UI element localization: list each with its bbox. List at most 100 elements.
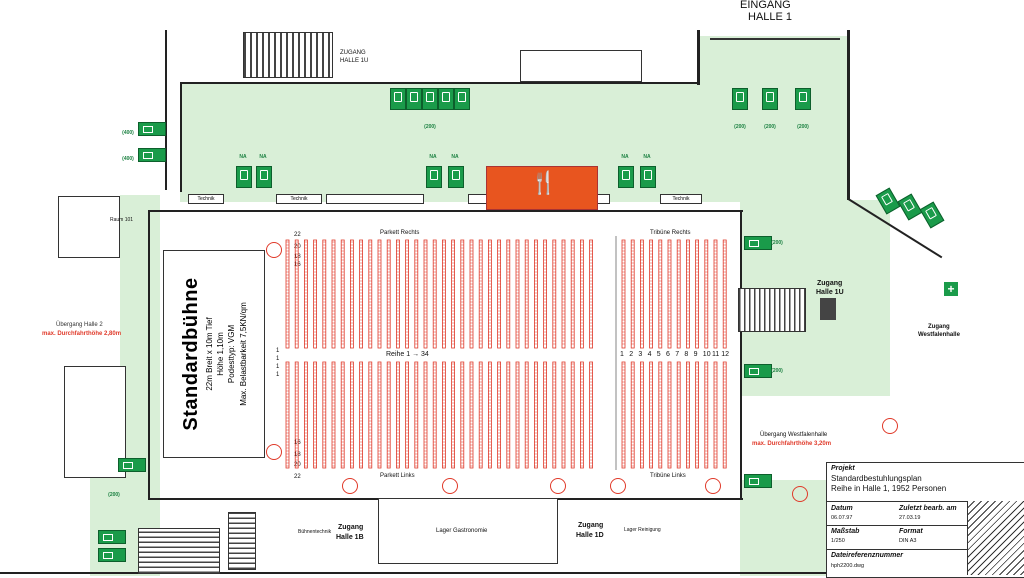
seat-row [478,361,483,469]
stair-zugang-1u [738,288,806,332]
title-block: Projekt Standardbestuhlungsplan Reihe in… [826,462,1024,578]
seat-row [313,239,318,349]
exit-sign-icon [795,88,811,110]
wall-top-left [165,30,167,190]
lager-reinigung-label: Lager Reinigung [624,527,661,533]
entrance-label-2: HALLE 1 [748,11,793,23]
seat-row [534,361,538,469]
exit-capacity-label: (200) [108,492,120,498]
seat-row [658,361,663,469]
seat-row [640,361,644,469]
zugang-1u-label-2: Halle 1U [816,289,844,296]
seat-row [649,239,653,349]
seat-row [469,239,474,349]
seat-row [331,239,336,349]
exit-sign-icon [422,88,438,110]
tribune-column-label: 2 [629,351,634,358]
seat-row [621,361,626,469]
row-number-label: 22 [294,474,301,480]
seat-row [640,239,644,349]
seat-row [543,361,547,469]
raum-101-label: Raum 101 [110,217,134,223]
exit-sign-icon [98,548,126,562]
fire-equipment-icon [610,478,626,494]
seat-row [580,361,584,469]
catering-area [486,166,598,210]
seat-row [294,239,299,349]
seat-row [686,361,690,469]
seat-row [676,239,681,349]
fire-equipment-icon [550,478,566,494]
technik-box-4: Technik [660,194,702,204]
datum-label: Datum [831,505,853,512]
seat-row [570,361,575,469]
seat-row [432,361,437,469]
seat-row [561,361,566,469]
passage-halle2-limit: max. Durchfahrthöhe 2,80m [42,331,122,337]
seat-row [451,361,456,469]
seat-row [621,239,626,349]
row-number-label: 16 [294,440,301,446]
seat-row [704,239,709,349]
projekt-label: Projekt [831,465,855,472]
title-divider [827,501,967,502]
tribune-column-label: 4 [647,351,652,358]
exit-sign-icon [640,166,656,188]
exit-na-label: NA [643,154,651,160]
massstab-value: 1/250 [831,538,845,544]
room-block-top [520,50,642,82]
seat-row [589,239,593,349]
title-divider [827,525,967,526]
exit-capacity-label: (200) [771,240,783,246]
seat-row [331,361,336,469]
seat-row [285,239,290,349]
seat-row [506,361,511,469]
seat-row [524,239,529,349]
lager-gastronomie-room [378,498,558,564]
seat-row [713,239,718,349]
datei-value: hph2200.dwg [831,563,865,569]
exit-sign-icon [744,474,772,488]
exit-na-label: NA [451,154,459,160]
seat-row [386,239,391,349]
zugang-1u-label-1: Zugang [817,280,843,287]
stair-bottom-left-2 [228,512,256,570]
tribune-column-label: 3 [638,351,643,358]
seat-row [414,239,419,349]
exit-na-label: NA [429,154,437,160]
exit-sign-icon [236,166,252,188]
counter-bar [326,194,424,204]
exit-capacity-label: (200) [734,124,746,130]
seat-row [589,361,593,469]
seat-row [722,239,727,349]
fire-equipment-icon [792,486,808,502]
seat-row [460,239,465,349]
seat-row [524,361,529,469]
exit-sign-icon [138,148,166,162]
stair-block-top [243,32,333,78]
seat-row [303,239,308,349]
seat-row [368,361,373,469]
left-lower-structure [64,366,126,478]
seat-row [294,361,299,469]
seat-row [340,239,345,349]
seat-row [534,239,538,349]
tribune-column-label: 11 [712,351,720,358]
seat-row [451,239,456,349]
exit-na-label: NA [239,154,247,160]
zugang-1d-label-1: Zugang [578,522,604,529]
exit-sign-icon [744,236,772,250]
entrance-label-1: EINGANG [740,0,791,11]
entrance-doors [710,38,840,46]
tribuene-links-label: Tribüne Links [650,473,686,479]
technik-box-1: Technik [188,194,224,204]
first-aid-icon: + [944,282,958,296]
zugang-top-label-2: HALLE 1U [340,58,369,64]
projekt-line-2: Reihe in Halle 1, 1952 Personen [831,484,947,493]
seat-row [423,239,428,349]
tribune-column-label: 1 [620,351,624,358]
wall-top [180,82,700,84]
seat-row [432,239,437,349]
seat-row [695,361,699,469]
seat-row [359,239,364,349]
